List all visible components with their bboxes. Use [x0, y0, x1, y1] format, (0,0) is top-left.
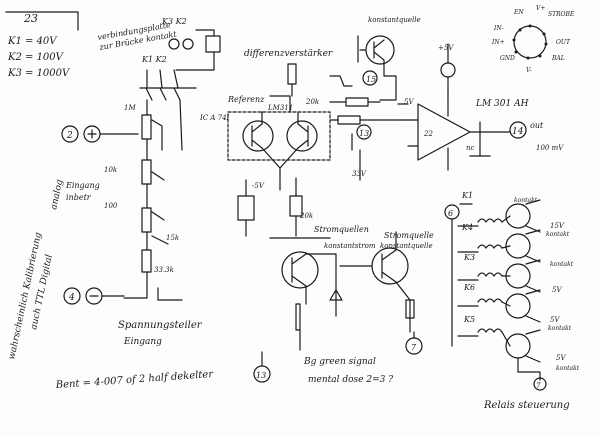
k4-relay-label: K4	[461, 223, 473, 232]
node-15-top: 15	[366, 75, 376, 84]
note-nc: nc	[466, 144, 475, 152]
k1-relay-label: K1	[461, 191, 473, 200]
pin-l-3: GND	[500, 55, 515, 62]
konstantquelle2-label: konstantquelle	[380, 242, 433, 250]
out-label: out	[530, 121, 544, 130]
relay-v5: 5V	[552, 286, 562, 294]
relais-label: Relais steuerung	[483, 400, 570, 411]
relay-label-2: kontakt	[546, 231, 570, 238]
top-transistor-label: konstantquelle	[368, 16, 421, 24]
top-5v-label: 5V	[404, 98, 414, 106]
node-6-label: 6	[448, 209, 453, 218]
pin-l-2: IN+	[491, 39, 505, 46]
page-number-box: 23	[5, 11, 79, 31]
k3-relay-label: K3	[463, 253, 475, 262]
node-7-mid: 7	[405, 331, 423, 355]
diff-amp-block	[227, 95, 331, 191]
pin-top-1: EN	[513, 9, 524, 16]
relay-v15: 15V	[550, 222, 565, 230]
relay-label-4: kontakt	[548, 325, 572, 332]
pin-l-1: IN-	[493, 25, 504, 32]
input-node-2: 2	[61, 125, 139, 143]
right-transistor-stage	[339, 231, 415, 333]
referenz-label: Referenz	[227, 95, 265, 104]
eingang-label: Eingang	[65, 181, 100, 190]
relay-label-3: kontakt	[550, 261, 574, 268]
node-7b-label: 7	[536, 382, 541, 390]
footnote-text: Bent = 4-007 of 2 half dekelter	[54, 369, 214, 391]
divider-label-1: 1M	[124, 104, 136, 112]
node-2-label: 2	[66, 131, 73, 141]
opamp-pinout	[512, 24, 548, 60]
pin-b: V-	[526, 67, 532, 74]
voltage-divider-chain	[123, 99, 183, 301]
k3-value: K3 = 1000V	[7, 68, 71, 79]
relay-driver-ladder: 6	[444, 199, 547, 391]
spannungsteiler-label: Spannungsteiler	[118, 320, 203, 331]
node-7a-label: 7	[411, 343, 417, 352]
relay-v-supply: 5V	[556, 354, 566, 362]
eingang2-label: Eingang	[123, 337, 162, 347]
low-supply-label: -5V	[252, 182, 265, 190]
output-node-14: 14	[509, 121, 527, 139]
bg-green-text: Bg green signal	[303, 357, 376, 367]
node-13-bottom: 13	[253, 351, 271, 383]
pin-top-2: STROBE	[548, 11, 575, 18]
node-13-diff: 13	[359, 129, 369, 138]
top-transistor: 15	[357, 35, 397, 101]
ic-b-label: LM311	[267, 104, 293, 112]
relay-label-1: kontakt	[514, 197, 538, 204]
side-note: wahrscheinlich Kalibrierung auch TTL Dig…	[7, 178, 65, 360]
opamp-lm301	[397, 95, 511, 171]
inbetr-label: inbetr	[66, 193, 92, 202]
relay-v5b: 5V	[550, 316, 560, 324]
divider-label-2: 10k	[104, 166, 117, 174]
supply-5v-label: +5V	[438, 44, 454, 52]
pin-r-2: BAL	[551, 55, 565, 62]
k-row-label: K3 K2	[161, 17, 187, 26]
page-number: 23	[23, 12, 38, 25]
ic-a-label: IC A 74I	[199, 114, 230, 122]
konstantstrom-label: konstantstrom	[324, 242, 376, 250]
current-source-stage	[237, 177, 343, 351]
node-14-label: 14	[512, 127, 524, 137]
divider-label-3: 100	[104, 202, 118, 210]
relay-contacts-top	[139, 29, 221, 101]
input-node-4: 4	[63, 287, 125, 305]
relay-label-5: kontakt	[556, 365, 580, 372]
diff-amp-resistors: 13 33V	[287, 63, 409, 181]
divider-label-5: 15k	[166, 234, 179, 242]
supply-node-5v	[440, 43, 456, 97]
opamp-pin-label: 22	[423, 130, 433, 138]
stromquelle2-label: Stromquelle	[384, 231, 434, 240]
mv-label: 100 mV	[536, 144, 564, 152]
divider-label-4: 33.3k	[154, 266, 174, 274]
relay-voltage-list: K1 = 40V K2 = 100V K3 = 1000V	[7, 36, 71, 79]
k5-relay-label: K5	[463, 315, 475, 324]
diff-amp-label: differenzverstärker	[244, 49, 333, 59]
bg-green-text-2: mental dose 2=3 ?	[308, 375, 393, 385]
pin-top-3: V+	[536, 5, 545, 12]
k1-value: K1 = 40V	[7, 36, 58, 47]
k2-value: K2 = 100V	[7, 52, 65, 63]
node-13-label: 13	[256, 371, 266, 380]
k6-relay-label: K6	[463, 283, 475, 292]
ki-row-label: K1 K2	[141, 55, 167, 64]
opamp-name-label: LM 301 AH	[475, 99, 529, 109]
node-4-label: 4	[68, 293, 75, 303]
pin-r-1: OUT	[556, 39, 571, 46]
center-res-label: 20k	[299, 212, 313, 220]
res-33v-label: 33V	[352, 170, 367, 178]
diff-res-label: 20k	[305, 98, 319, 106]
stromquelle-label: Stromquellen	[314, 225, 369, 234]
side-note-3: analog	[49, 178, 65, 210]
